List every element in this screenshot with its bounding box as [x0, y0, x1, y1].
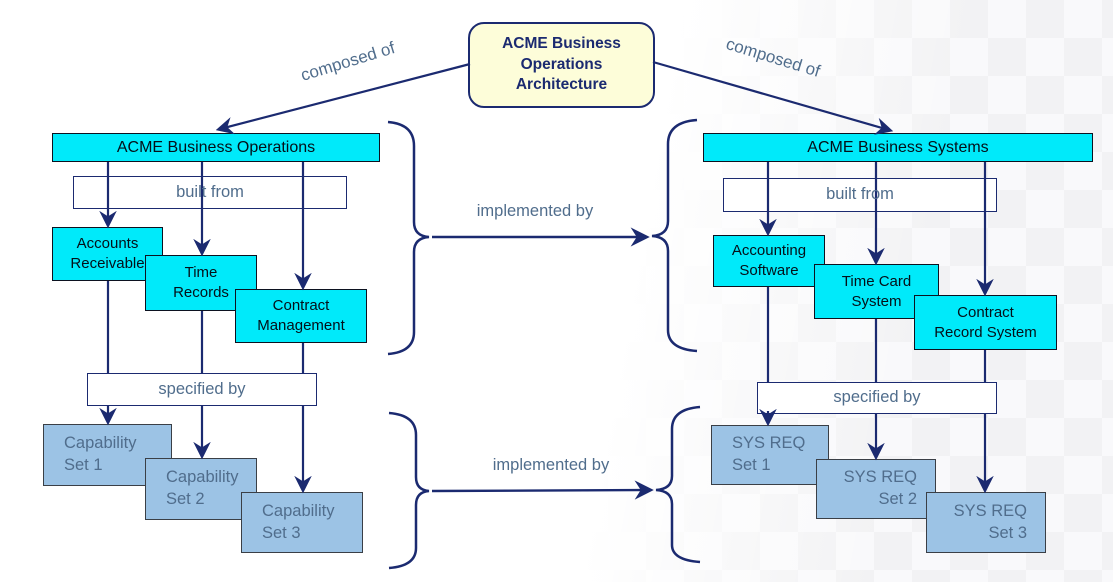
implemented-by-top-label: implemented by — [476, 202, 594, 220]
right-built-from-label: built from — [826, 185, 894, 204]
right-header-node: ACME Business Systems — [703, 133, 1093, 162]
left-header-label: ACME Business Operations — [116, 138, 316, 156]
spec-label: SYS REQ Set 2 — [843, 468, 917, 508]
spec-node-sys-req-set-1: SYS REQ Set 1 — [711, 425, 829, 485]
left-header-node: ACME Business Operations — [52, 133, 380, 162]
right-header-label: ACME Business Systems — [807, 138, 989, 156]
component-label: Contract Record System — [934, 303, 1037, 341]
root-architecture-label: ACME Business Operations Architecture — [502, 35, 621, 94]
spec-node-capability-set-2: Capability Set 2 — [145, 458, 257, 520]
component-label: Accounts Receivable — [70, 235, 145, 272]
component-label: Contract Management — [257, 297, 345, 334]
component-node-accounts-receivable: Accounts Receivable — [52, 227, 163, 281]
component-label: Accounting Software — [731, 242, 807, 279]
right-built-from-node: built from — [723, 178, 997, 212]
component-label: Time Records — [173, 264, 229, 301]
root-architecture-node: ACME Business Operations Architecture — [468, 22, 655, 108]
right-specified-by-label: specified by — [833, 388, 921, 407]
spec-label: SYS REQ Set 3 — [953, 501, 1027, 542]
spec-label: Capability Set 3 — [262, 501, 335, 542]
implemented-by-bottom-label: implemented by — [492, 456, 610, 474]
spec-label: SYS REQ Set 1 — [732, 434, 806, 474]
component-node-contract-record-system: Contract Record System — [914, 295, 1057, 350]
spec-label: Capability Set 1 — [64, 434, 137, 474]
right-specified-by-node: specified by — [757, 382, 997, 414]
left-built-from-node: built from — [73, 176, 347, 209]
left-built-from-label: built from — [176, 182, 244, 201]
left-specified-by-node: specified by — [87, 373, 317, 406]
spec-node-capability-set-3: Capability Set 3 — [241, 492, 363, 553]
spec-node-sys-req-set-3: SYS REQ Set 3 — [926, 492, 1046, 553]
left-specified-by-label: specified by — [158, 379, 246, 398]
component-node-accounting-software: Accounting Software — [713, 235, 825, 287]
spec-node-sys-req-set-2: SYS REQ Set 2 — [816, 459, 936, 519]
component-label: Time Card System — [841, 272, 912, 310]
spec-label: Capability Set 2 — [166, 468, 239, 508]
component-node-contract-management: Contract Management — [235, 289, 367, 343]
